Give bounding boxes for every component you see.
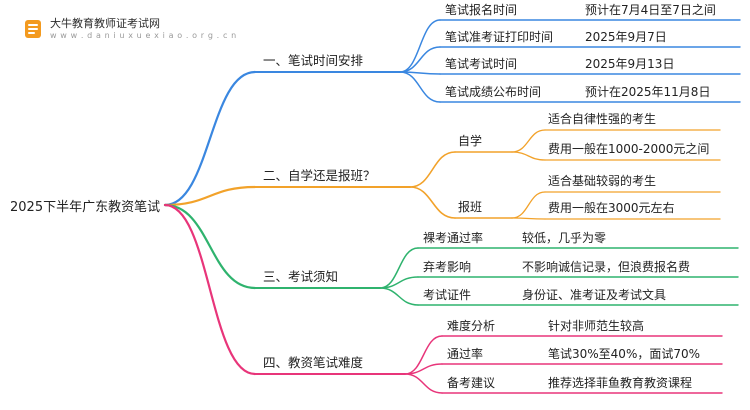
branch-connector	[163, 203, 257, 290]
leaf-connector	[511, 217, 546, 220]
branch-4-label: 四、教资笔试难度	[263, 355, 364, 370]
item-value: 预计在7月4日至7日之间	[585, 3, 716, 17]
item-value: 推荐选择菲鱼教育教资课程	[548, 375, 692, 390]
item-connector	[404, 373, 443, 394]
item-label: 笔试考试时间	[445, 56, 517, 71]
item-label: 笔试报名时间	[445, 2, 517, 17]
branch-3-label: 三、考试须知	[263, 269, 338, 284]
item-connector	[399, 19, 441, 73]
item-value: 针对非师范生较高	[548, 318, 644, 333]
leaf-connector	[511, 129, 546, 153]
site-url: w w w . d a n i u x u e x i a o . o r g …	[50, 30, 237, 40]
item-value: 2025年9月13日	[585, 57, 674, 71]
item-value: 2025年9月7日	[585, 30, 667, 44]
leaf-value: 适合自律性强的考生	[548, 111, 656, 126]
branch-connector	[163, 70, 257, 207]
branch-2-label: 二、自学还是报班？	[263, 168, 376, 183]
item-label: 通过率	[447, 346, 483, 361]
leaf-value: 适合基础较弱的考生	[548, 173, 656, 188]
branch-connector	[163, 185, 257, 207]
item-connector	[379, 247, 419, 289]
branch-connector	[163, 203, 257, 376]
book-logo-icon	[25, 20, 41, 38]
item-label: 笔试成绩公布时间	[445, 84, 541, 99]
item-label: 考试证件	[423, 287, 471, 302]
item-label: 弃考影响	[423, 259, 471, 274]
item-connector	[404, 335, 443, 375]
leaf-value: 费用一般在3000元左右	[548, 200, 675, 215]
item-label: 备考建议	[447, 376, 495, 390]
leaf-value: 费用一般在1000-2000元之间	[548, 141, 709, 156]
site-title: 大牛教育教师证考试网	[50, 17, 160, 31]
leaf-connector	[511, 191, 546, 219]
item-connector	[399, 46, 441, 73]
site-logo: 大牛教育教师证考试网 w w w . d a n i u x u e x i a…	[22, 17, 237, 40]
item-connector	[379, 287, 419, 306]
subbranch-connector	[409, 186, 456, 219]
item-value: 身份证、准考证及考试文具	[522, 287, 666, 302]
subbranch-connector	[409, 151, 456, 188]
subbranch-label: 自学	[458, 133, 482, 148]
item-label: 难度分析	[447, 318, 495, 333]
root-topic: 2025下半年广东教资笔试	[10, 199, 160, 215]
subbranch-label: 报班	[458, 199, 482, 214]
branch-1-label: 一、笔试时间安排	[263, 53, 364, 68]
item-value: 预计在2025年11月8日	[585, 85, 710, 99]
item-label: 笔试准考证打印时间	[445, 29, 553, 44]
item-connector	[399, 71, 441, 103]
item-value: 笔试30%至40%，面试70%	[548, 346, 700, 361]
leaf-connector	[511, 151, 546, 161]
item-value: 不影响诚信记录，但浪费报名费	[522, 259, 690, 274]
item-value: 较低，几乎为零	[522, 230, 606, 245]
item-label: 裸考通过率	[423, 230, 483, 245]
